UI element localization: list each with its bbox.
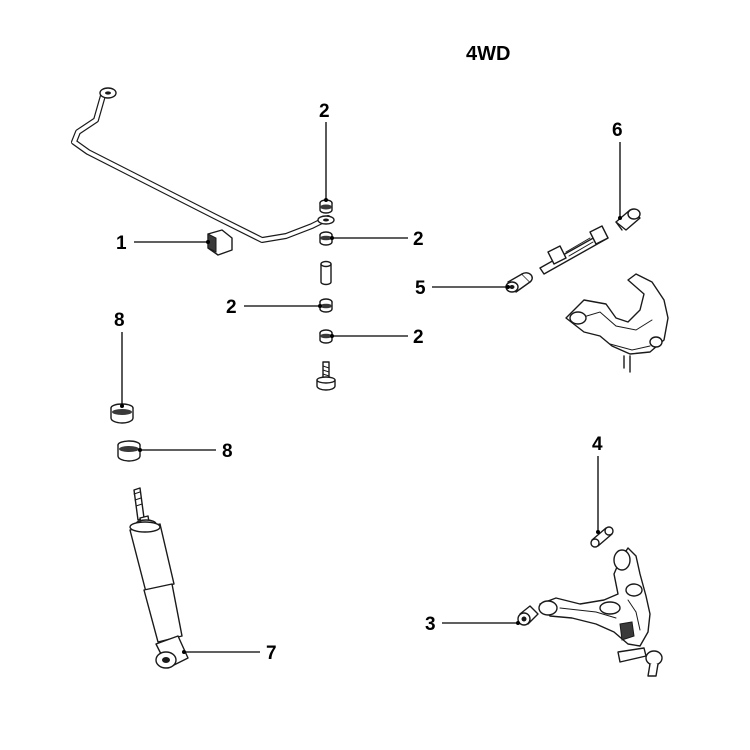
- upper-arm-shaft: [539, 225, 609, 275]
- callout-upper-arm-bolt: 6: [612, 120, 623, 141]
- link-spacer-tube: [320, 260, 332, 286]
- callout-shock-bushing-upper: 8: [114, 310, 125, 331]
- callout-link-upper-a: 2: [319, 101, 330, 122]
- drivetrain-title: 4WD: [466, 43, 510, 65]
- callout-shock-absorber: 7: [266, 643, 277, 664]
- lower-control-arm: [538, 547, 663, 677]
- leader-lines: [120, 122, 622, 654]
- upper-arm-bolt: [615, 208, 641, 231]
- callout-shock-bushing-lower: 8: [222, 441, 233, 462]
- callout-lower-arm-small-bushing: 4: [592, 434, 603, 455]
- callout-stabilizer-bushing: 1: [116, 233, 127, 254]
- upper-arm-bushing: [505, 272, 533, 293]
- callout-link-upper-b: 2: [413, 229, 424, 250]
- stabilizer-bar: [71, 87, 331, 243]
- stabilizer-bushing: [207, 229, 233, 256]
- link-lower-cushion: [319, 329, 333, 344]
- link-upper-cushion-b: [319, 231, 333, 246]
- link-middle-cushion: [319, 298, 333, 313]
- link-eye: [317, 215, 335, 225]
- callout-upper-arm-bushing: 5: [415, 278, 426, 299]
- upper-control-arm: [565, 273, 669, 373]
- lower-arm-small-bushing: [590, 526, 614, 548]
- lower-arm-bushing: [517, 605, 539, 626]
- callout-link-lower: 2: [413, 327, 424, 348]
- shock-bushing-lower: [117, 440, 141, 462]
- callout-lower-arm-bushing: 3: [425, 614, 436, 635]
- shock-absorber: [129, 487, 189, 669]
- callout-link-middle: 2: [226, 297, 237, 318]
- link-bolt: [316, 361, 336, 391]
